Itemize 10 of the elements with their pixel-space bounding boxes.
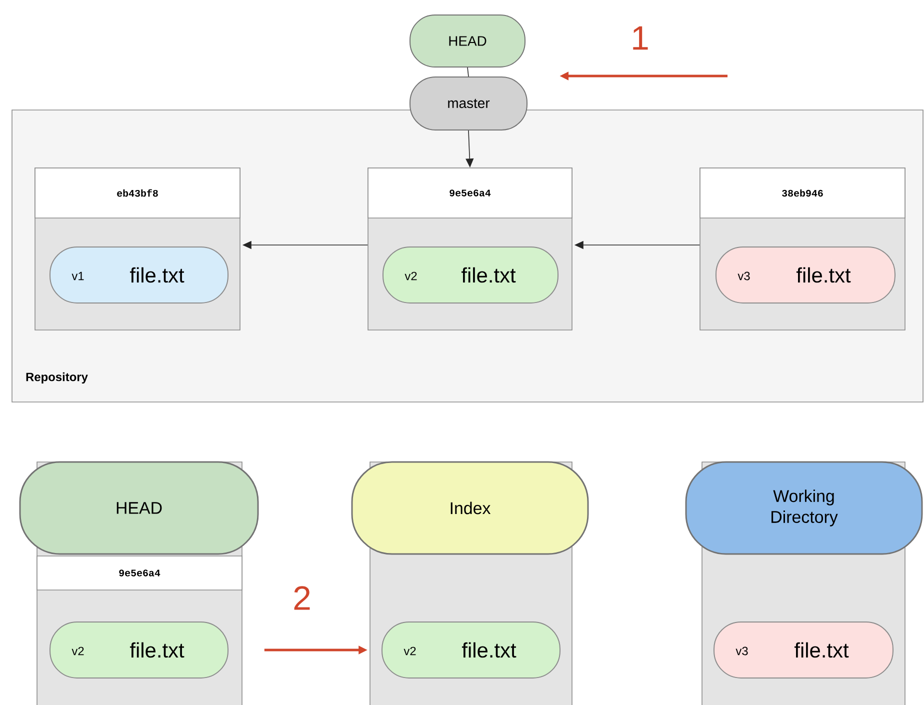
edge-label: 2 (294, 586, 310, 610)
file-pill: v2 file.txt (382, 246, 558, 304)
file-pill: v3 file.txt (714, 621, 894, 678)
file-pill: v3 file.txt (716, 246, 896, 304)
file-pill: v2 file.txt (382, 621, 560, 678)
edge-label: 1 (633, 26, 648, 50)
file-pill: v2 file.txt (50, 621, 228, 678)
file-pill: v1 file.txt (50, 246, 228, 304)
branch-pill: HEAD (410, 14, 526, 68)
branch-pill: master (410, 76, 528, 130)
